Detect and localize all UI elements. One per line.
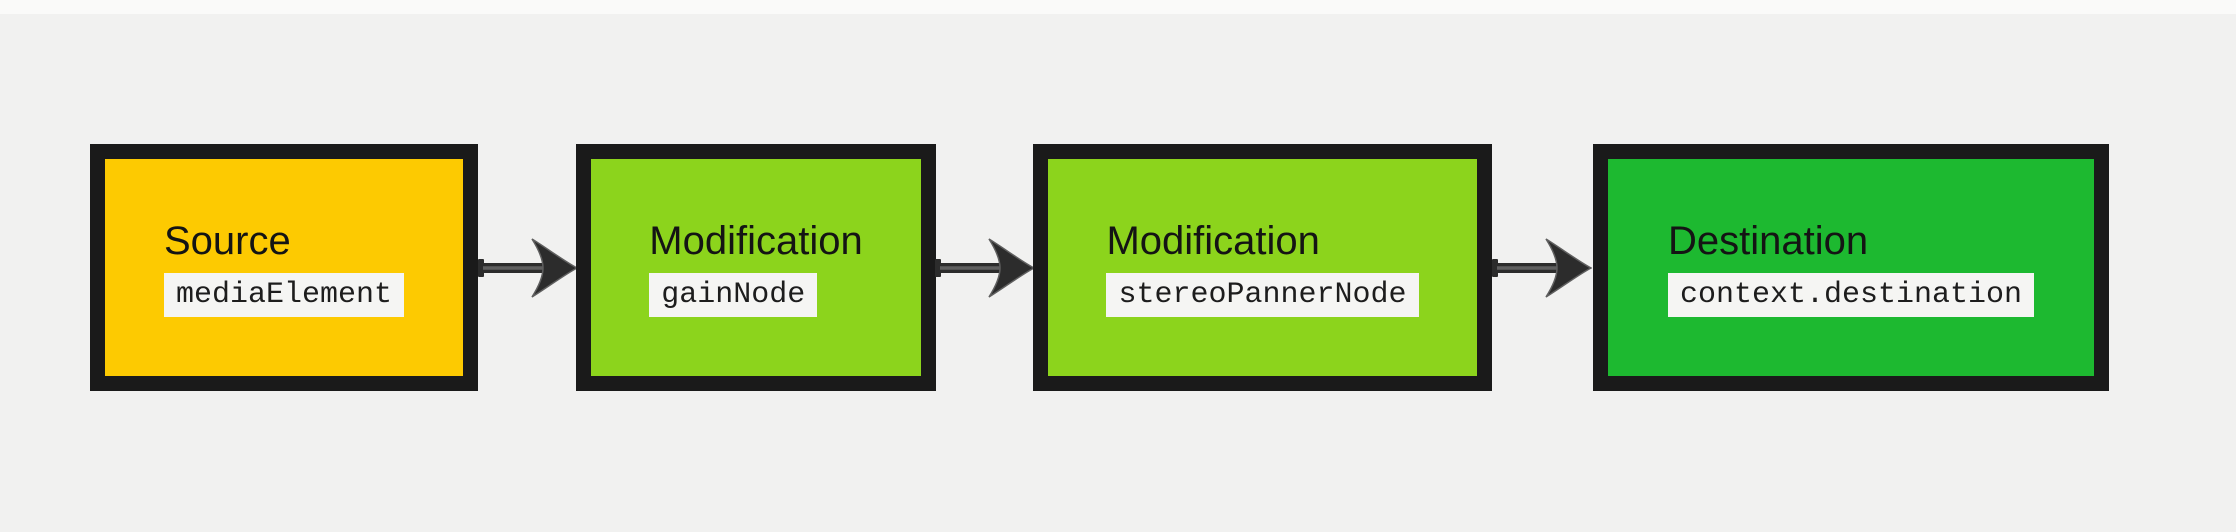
- connector-gain-to-panner: [935, 236, 1035, 300]
- node-destination-content: Destination context.destination: [1667, 218, 2035, 317]
- node-source: Source mediaElement: [90, 144, 478, 391]
- arrow-right-icon: [935, 238, 1035, 298]
- node-modification-gain: Modification gainNode: [576, 144, 936, 391]
- node-modification-gain-code: gainNode: [649, 273, 818, 317]
- node-source-content: Source mediaElement: [163, 218, 405, 317]
- top-strip: [0, 0, 2236, 14]
- node-modification-panner-code: stereoPannerNode: [1106, 273, 1419, 317]
- node-destination-title: Destination: [1667, 219, 1869, 263]
- node-source-code: mediaElement: [163, 273, 405, 317]
- connector-panner-to-destination: [1492, 236, 1592, 300]
- connector-source-to-gain: [478, 236, 578, 300]
- node-modification-panner-content: Modification stereoPannerNode: [1106, 218, 1419, 317]
- node-modification-gain-title: Modification: [649, 219, 863, 263]
- arrow-right-icon: [478, 238, 578, 298]
- node-destination-code: context.destination: [1667, 273, 2035, 317]
- node-modification-panner-title: Modification: [1106, 219, 1320, 263]
- arrow-right-icon: [1492, 238, 1592, 298]
- node-modification-panner: Modification stereoPannerNode: [1033, 144, 1492, 391]
- node-source-title: Source: [163, 219, 291, 263]
- node-modification-gain-content: Modification gainNode: [649, 218, 863, 317]
- node-destination: Destination context.destination: [1593, 144, 2109, 391]
